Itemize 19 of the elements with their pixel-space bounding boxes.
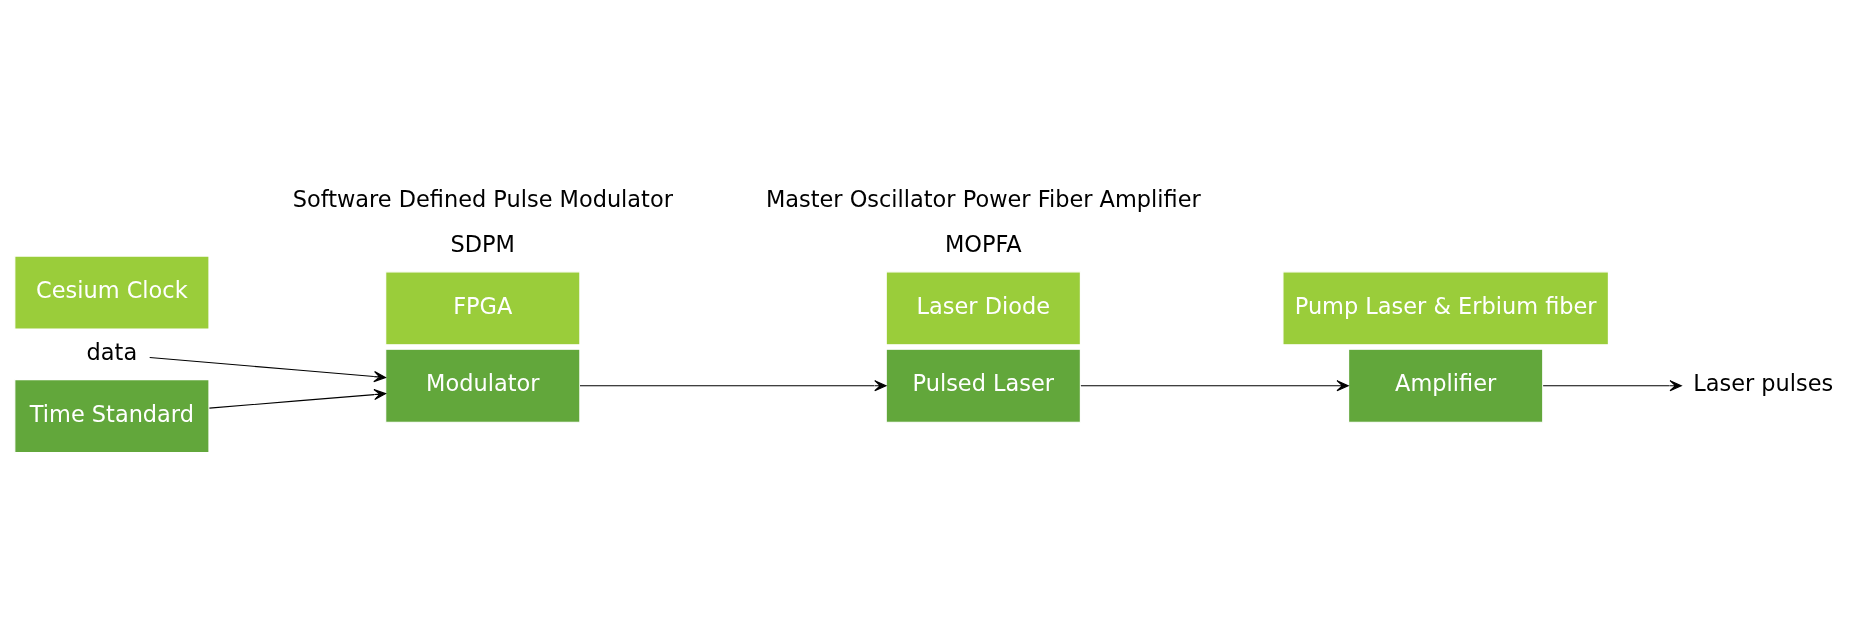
node-box: Laser Diode	[885, 271, 1081, 346]
node-box: Pulsed Laser	[885, 348, 1081, 423]
arrow	[208, 388, 387, 409]
node-box: FPGA	[385, 271, 581, 346]
node-box: Amplifier	[1348, 348, 1544, 423]
node-box: Pump Laser & Erbium fiber	[1282, 271, 1609, 346]
arrow	[1080, 380, 1349, 392]
node-box: Cesium Clock	[14, 255, 210, 330]
label: SDPM	[450, 231, 515, 258]
node-box: Modulator	[385, 348, 581, 423]
arrow	[149, 356, 386, 383]
node-text: data	[86, 338, 138, 365]
arrow	[579, 380, 887, 392]
label: Software Defined Pulse Modulator	[292, 186, 673, 213]
label: MOPFA	[944, 231, 1022, 258]
arrow	[1542, 380, 1682, 392]
node-box: Time Standard	[14, 379, 210, 454]
node-text: Laser pulses	[1693, 370, 1834, 397]
label: Master Oscillator Power Fiber Amplifier	[765, 186, 1201, 213]
